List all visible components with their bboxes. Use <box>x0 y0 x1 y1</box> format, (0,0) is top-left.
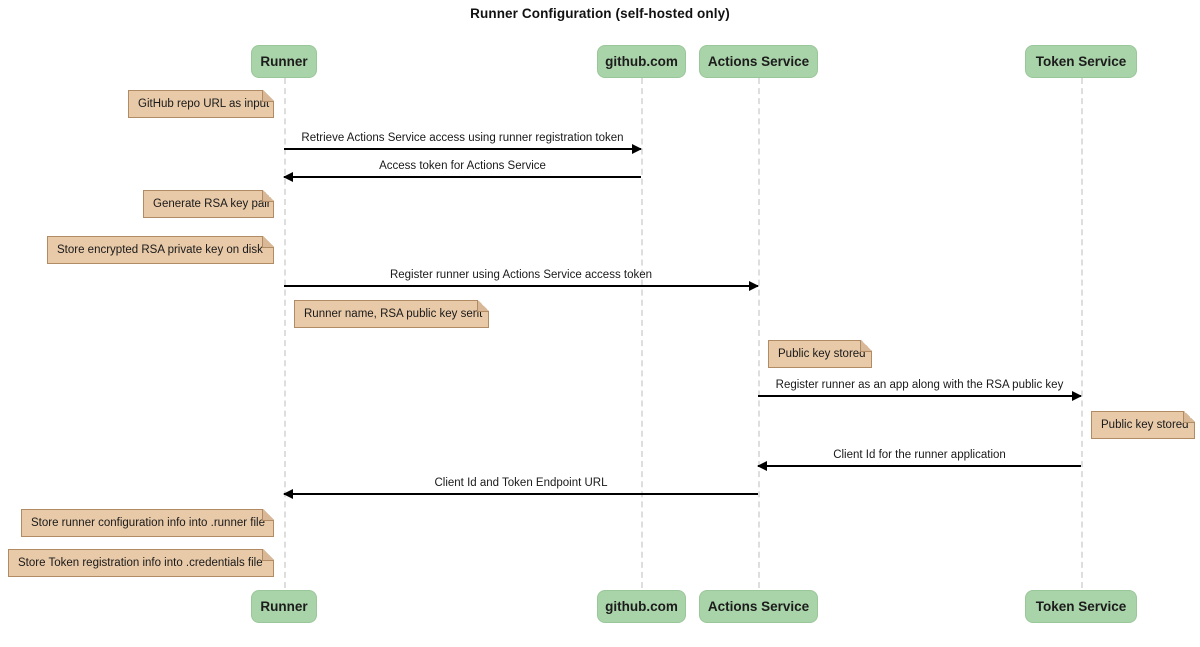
message-label-access-token-for-actions: Access token for Actions Service <box>379 160 546 172</box>
participant-runner-top[interactable]: Runner <box>251 45 317 78</box>
message-label-register-runner-as-app: Register runner as an app along with the… <box>775 379 1064 391</box>
note-fold-corner-icon <box>262 509 274 521</box>
note-generate-rsa-key-pair: Generate RSA key pair <box>143 190 274 218</box>
message-arrowhead-access-token-for-actions <box>283 172 293 182</box>
note-fold-corner-icon <box>262 90 274 102</box>
participant-github-bottom[interactable]: github.com <box>597 590 686 623</box>
lifeline-runner <box>284 78 286 588</box>
lifeline-actions <box>758 78 760 588</box>
message-line-register-runner <box>284 285 758 287</box>
note-store-runner-configuration-info: Store runner configuration info into .ru… <box>21 509 274 537</box>
message-line-register-runner-as-app <box>758 395 1081 397</box>
note-fold-corner-icon <box>262 549 274 561</box>
note-text: Store Token registration info into .cred… <box>18 557 263 569</box>
message-arrowhead-register-runner <box>749 281 759 291</box>
participant-token-top[interactable]: Token Service <box>1025 45 1137 78</box>
note-public-key-stored-actions: Public key stored <box>768 340 872 368</box>
note-store-token-registration-info: Store Token registration info into .cred… <box>8 549 274 577</box>
message-label-retrieve-actions-access: Retrieve Actions Service access using ru… <box>301 132 624 144</box>
lifeline-github <box>641 78 643 588</box>
message-arrowhead-client-id-and-token-endpoint <box>283 489 293 499</box>
note-text: Runner name, RSA public key sent <box>304 308 483 320</box>
participant-label: Runner <box>260 54 308 69</box>
message-label-register-runner: Register runner using Actions Service ac… <box>389 269 653 281</box>
note-text: Public key stored <box>1101 419 1189 431</box>
note-text: Store runner configuration info into .ru… <box>31 517 265 529</box>
note-text: Public key stored <box>778 348 866 360</box>
participant-label: github.com <box>605 599 678 614</box>
participant-runner-bottom[interactable]: Runner <box>251 590 317 623</box>
participant-token-bottom[interactable]: Token Service <box>1025 590 1137 623</box>
note-fold-corner-icon <box>262 190 274 202</box>
message-line-client-id-and-token-endpoint <box>284 493 758 495</box>
note-fold-corner-icon <box>477 300 489 312</box>
page-title: Runner Configuration (self-hosted only) <box>470 6 730 21</box>
note-fold-corner-icon <box>1183 411 1195 423</box>
participant-actions-top[interactable]: Actions Service <box>699 45 818 78</box>
note-text: Generate RSA key pair <box>153 198 271 210</box>
message-arrowhead-client-id-for-runner-app <box>757 461 767 471</box>
message-label-client-id-for-runner-app: Client Id for the runner application <box>833 449 1006 461</box>
note-runner-name-rsa-public-key-sent: Runner name, RSA public key sent <box>294 300 489 328</box>
note-fold-corner-icon <box>262 236 274 248</box>
participant-label: Token Service <box>1035 599 1127 614</box>
message-line-access-token-for-actions <box>284 176 641 178</box>
participant-label: Token Service <box>1035 54 1127 69</box>
message-line-retrieve-actions-access <box>284 148 641 150</box>
participant-label: Actions Service <box>707 599 810 614</box>
participant-github-top[interactable]: github.com <box>597 45 686 78</box>
note-public-key-stored-token: Public key stored <box>1091 411 1195 439</box>
lifeline-token <box>1081 78 1083 588</box>
participant-label: Actions Service <box>707 54 810 69</box>
message-arrowhead-retrieve-actions-access <box>632 144 642 154</box>
participant-label: Runner <box>260 599 308 614</box>
message-arrowhead-register-runner-as-app <box>1072 391 1082 401</box>
note-fold-corner-icon <box>860 340 872 352</box>
participant-actions-bottom[interactable]: Actions Service <box>699 590 818 623</box>
message-label-client-id-and-token-endpoint: Client Id and Token Endpoint URL <box>434 477 608 489</box>
note-github-repo-url-input: GitHub repo URL as input <box>128 90 274 118</box>
note-store-encrypted-rsa-private-key: Store encrypted RSA private key on disk <box>47 236 274 264</box>
participant-label: github.com <box>605 54 678 69</box>
note-text: Store encrypted RSA private key on disk <box>57 244 263 256</box>
message-line-client-id-for-runner-app <box>758 465 1081 467</box>
note-text: GitHub repo URL as input <box>138 98 270 110</box>
